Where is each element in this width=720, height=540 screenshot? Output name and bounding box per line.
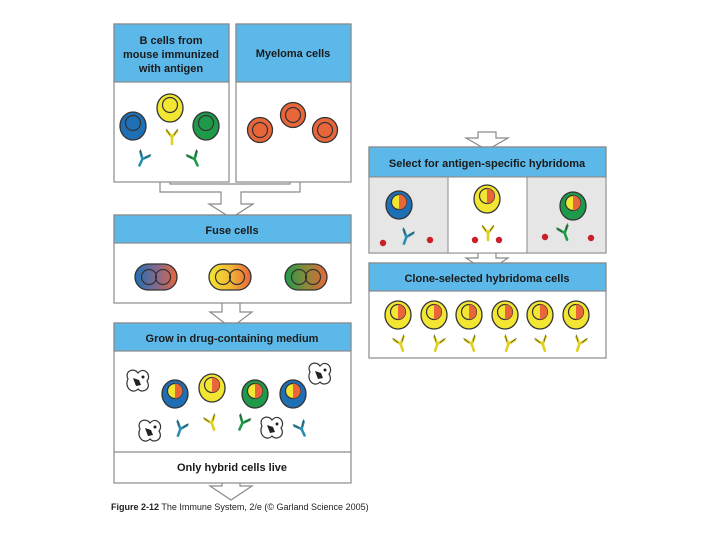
merge-arrow (159, 179, 301, 219)
clone-antibody-5 (534, 334, 547, 353)
hybrid-cell-blue-2 (279, 379, 307, 409)
antigen-6 (587, 234, 595, 242)
antibody-blue (138, 149, 152, 167)
select-cell-yellow (473, 184, 501, 214)
select-antibody-green (556, 223, 569, 241)
clone-antibody-6 (575, 334, 588, 353)
dead-cell-3 (138, 419, 162, 442)
select-illustration (379, 184, 595, 247)
fuse-illustration (134, 263, 328, 291)
figure-caption-text: The Immune System, 2/e (© Garland Scienc… (161, 502, 369, 512)
select-antibody-yellow (481, 224, 495, 242)
grow-title: Grow in drug-containing medium (146, 333, 319, 345)
myeloma-illustration (246, 101, 339, 144)
clone-antibody-2 (433, 334, 446, 353)
antigen-3 (471, 236, 479, 244)
grow-antibody-4 (292, 419, 306, 437)
b-cell-blue (119, 111, 147, 141)
antibody-yellow (165, 128, 179, 146)
fuse-title: Fuse cells (205, 225, 258, 237)
figure-caption: Figure 2-12 The Immune System, 2/e (© Ga… (111, 502, 369, 512)
fuse-panel: Fuse cells (113, 214, 352, 304)
clone-cell-2 (420, 300, 448, 330)
antigen-2 (426, 236, 434, 244)
clone-cell-6 (562, 300, 590, 330)
grow-antibody-1 (176, 419, 189, 437)
myeloma-cell-3 (311, 116, 339, 144)
clone-illustration (384, 300, 590, 353)
b-cell-yellow (156, 93, 184, 123)
hybrid-cell-yellow (198, 373, 226, 403)
clone-title: Clone-selected hybridoma cells (404, 273, 569, 285)
select-panel: Select for antigen-specific hybridoma (368, 146, 607, 254)
clone-panel: Clone-selected hybridoma cells (368, 262, 607, 359)
figure-label: Figure 2-12 (111, 502, 160, 512)
clone-antibody-3 (463, 334, 476, 353)
antigen-1 (379, 239, 387, 247)
myeloma-title: Myeloma cells (256, 48, 331, 60)
antigen-4 (495, 236, 503, 244)
fused-cell-blue (134, 263, 178, 291)
dead-cell-4 (260, 416, 284, 439)
dead-cell-2 (308, 362, 332, 385)
myeloma-panel: Myeloma cells (235, 23, 352, 183)
clone-cell-3 (455, 300, 483, 330)
bcells-title-line-1: B cells from (140, 35, 203, 47)
select-antibody-blue (402, 227, 415, 245)
myeloma-cell-1 (246, 116, 274, 144)
select-cell-green (559, 191, 587, 221)
grow-panel: Grow in drug-containing medium Only hybr… (113, 322, 352, 484)
grow-antibody-2 (203, 413, 216, 431)
b-cell-green (192, 111, 220, 141)
select-cell-blue (385, 190, 413, 220)
bcells-title-line-2: mouse immunized (123, 49, 219, 61)
clone-cell-4 (491, 300, 519, 330)
myeloma-cell-2 (279, 101, 307, 129)
clone-antibody-1 (392, 334, 405, 353)
select-title: Select for antigen-specific hybridoma (389, 158, 586, 170)
hybrid-cell-blue (161, 379, 189, 409)
grow-antibody-3 (238, 413, 252, 431)
antigen-5 (541, 233, 549, 241)
bcells-title-line-3: with antigen (138, 63, 203, 75)
select-in-arrow (463, 131, 511, 151)
bottom-arrow (208, 481, 254, 501)
clone-cell-1 (384, 300, 412, 330)
clone-antibody-4 (504, 334, 517, 353)
fused-cell-green (284, 263, 328, 291)
grow-illustration (126, 362, 332, 442)
bcells-panel: B cells from mouse immunized with antige… (113, 23, 230, 183)
bcells-illustration (119, 93, 220, 167)
hybrid-cell-green (241, 379, 269, 409)
clone-cell-5 (526, 300, 554, 330)
grow-footer: Only hybrid cells live (177, 462, 287, 474)
connector-arrows (159, 131, 511, 501)
dead-cell-1 (126, 369, 150, 392)
antibody-green (185, 149, 199, 167)
fused-cell-yellow (208, 263, 252, 291)
